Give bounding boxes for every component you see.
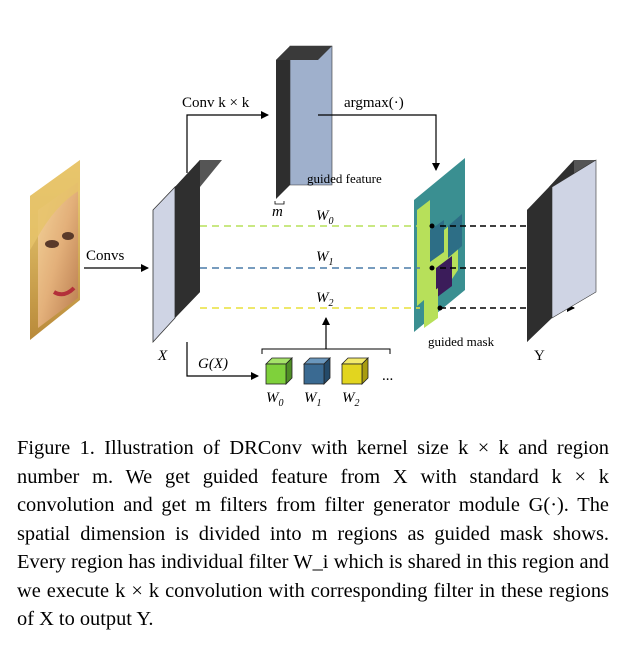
w0-cube-label: W0 (266, 390, 284, 409)
argmax-arrow (318, 114, 440, 171)
input-face-image (30, 160, 80, 340)
gx-label: G(X) (198, 356, 228, 372)
argmax-label: argmax(·) (344, 95, 404, 111)
convs-label: Convs (86, 248, 125, 264)
w1-cube-label: W1 (304, 390, 322, 409)
w2-line-label: W2 (316, 290, 334, 309)
x-label: X (157, 348, 168, 364)
cube-w2 (341, 357, 369, 385)
guided-mask-label: guided mask (428, 334, 495, 349)
figure-caption: Figure 1. Illustration of DRConv with ke… (17, 437, 609, 630)
y-output-prism (527, 159, 597, 342)
cube-w0 (265, 357, 293, 385)
w1-line-label: W1 (316, 249, 334, 268)
m-brace (274, 201, 285, 205)
guided-mask (414, 158, 465, 332)
w0-line-label: W0 (316, 208, 334, 227)
x-feature-prism (152, 160, 222, 344)
drconv-figure: Convs X Conv k × k guided feature m argm… (30, 45, 597, 409)
guided-feature-slab (276, 45, 333, 199)
conv-kxk-arrow (186, 111, 269, 173)
cube-w1 (303, 357, 331, 385)
m-label: m (272, 204, 283, 220)
guided-feature-label: guided feature (307, 171, 382, 186)
cubes-ellipsis: ... (382, 368, 393, 384)
filters-brace (261, 348, 391, 354)
y-label: Y (534, 348, 545, 364)
conv-kxk-label: Conv k × k (182, 95, 250, 111)
w2-cube-label: W2 (342, 390, 360, 409)
gx-arrow (186, 342, 259, 380)
